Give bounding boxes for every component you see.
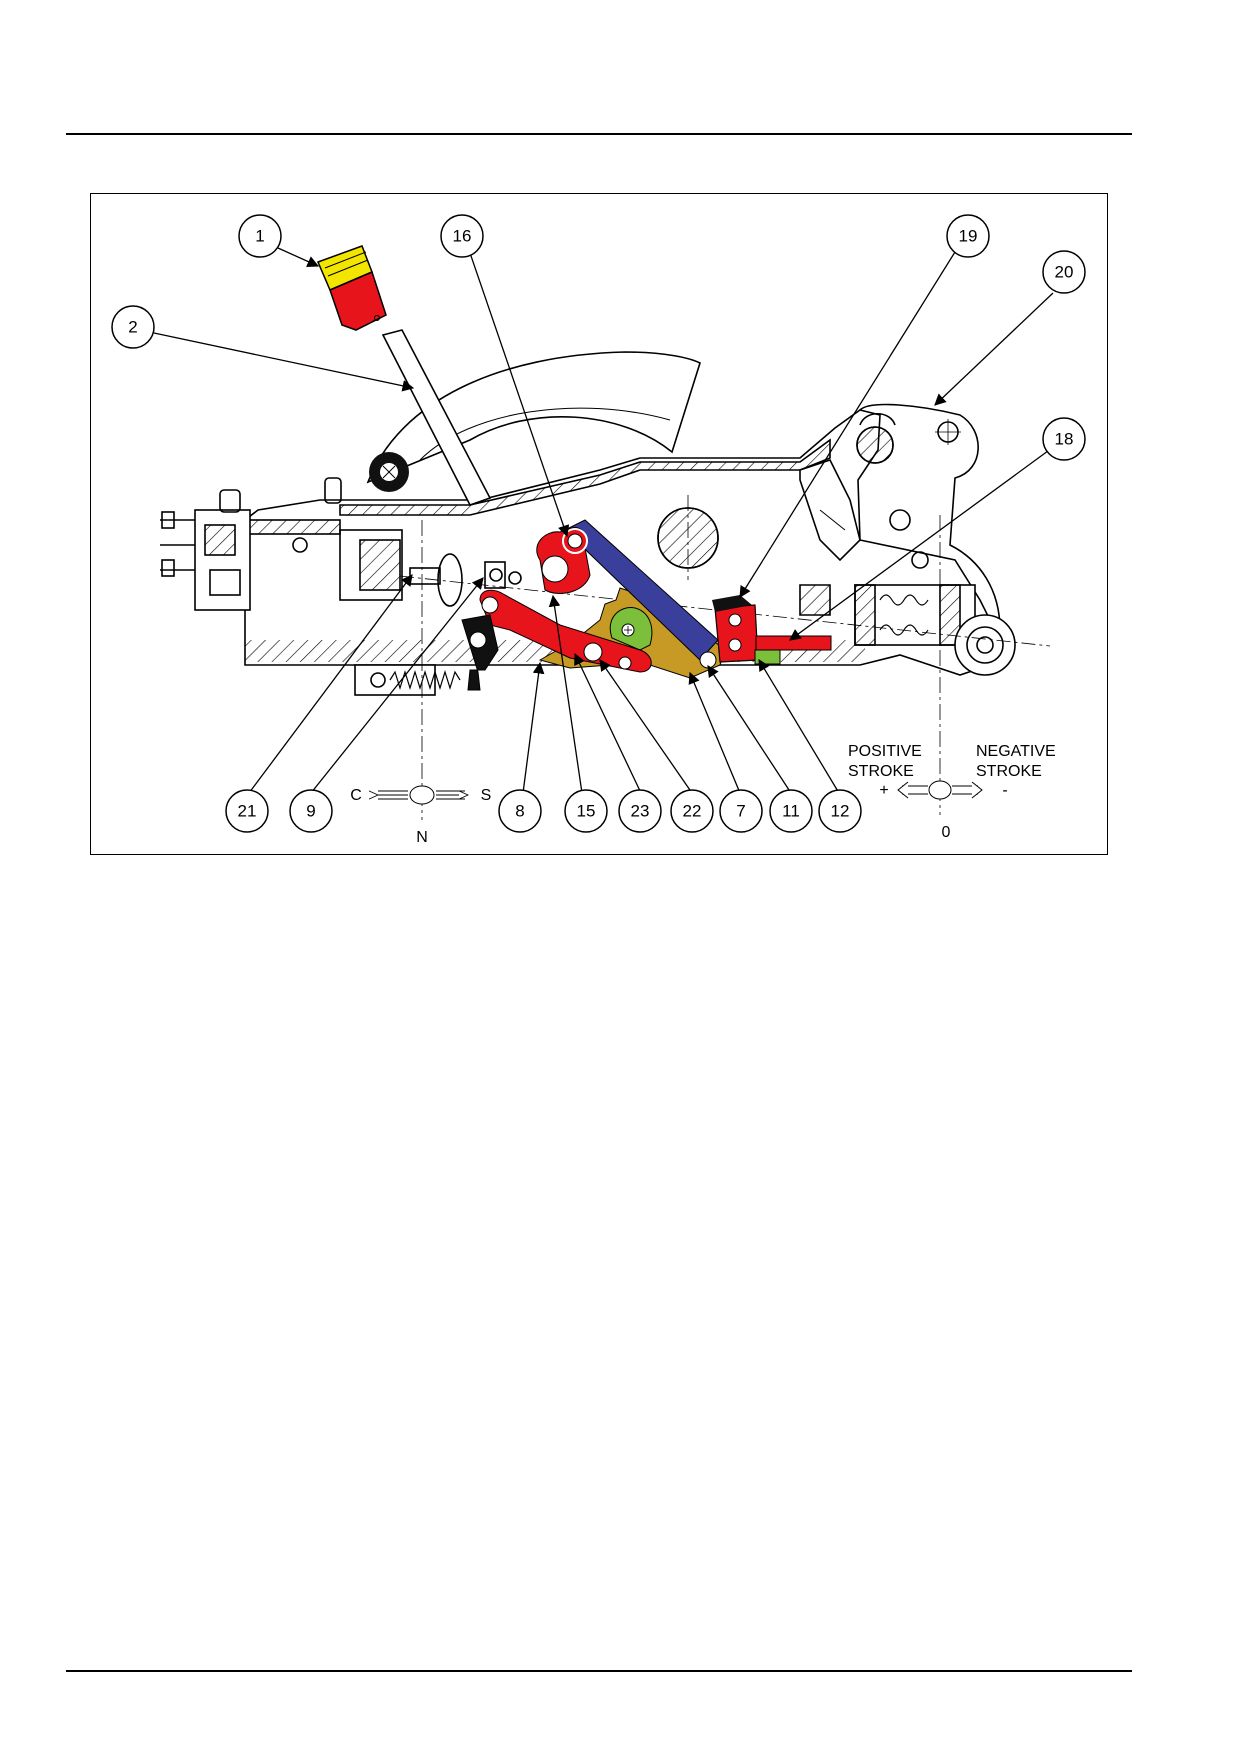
- figure-frame: [90, 193, 1108, 855]
- footer-rule: [66, 1670, 1132, 1672]
- header-rule: [66, 133, 1132, 135]
